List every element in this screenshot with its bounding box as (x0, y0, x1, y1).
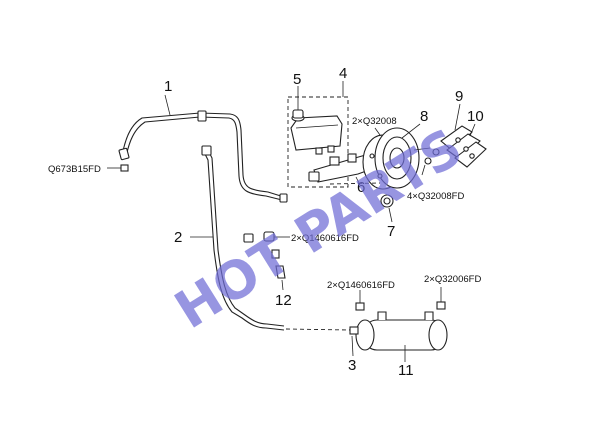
part-code-2x-q1460616fd-b: 2×Q1460616FD (327, 280, 395, 291)
callout-5: 5 (293, 71, 301, 88)
callout-11: 11 (398, 362, 414, 379)
part-9-10-mounting-bracket (421, 103, 487, 176)
part-12-clamp (271, 249, 286, 291)
callout-3: 3 (348, 357, 356, 374)
callout-10: 10 (467, 108, 484, 125)
callout-2: 2 (174, 229, 182, 246)
callout-numbers: 1 2 3 4 5 6 7 8 9 10 11 12 (164, 65, 484, 379)
part-5-brake-fluid-reservoir (290, 86, 343, 155)
part-8-brake-booster (329, 123, 431, 190)
callout-1: 1 (164, 78, 172, 95)
callout-12: 12 (275, 292, 292, 309)
part-1-vacuum-hose (107, 94, 288, 203)
callout-4: 4 (339, 65, 347, 82)
part-code-4x-q32008fd: 4×Q32008FD (407, 191, 464, 202)
callout-6: 6 (357, 179, 365, 196)
part-2-vacuum-pipe (190, 145, 351, 331)
part-11-vacuum-tank (349, 287, 448, 362)
pipe-clamp-fittings (243, 231, 290, 243)
callout-8: 8 (420, 108, 428, 125)
part-code-2x-q32006fd: 2×Q32006FD (424, 274, 481, 285)
part-4-master-cylinder-assembly (287, 81, 381, 188)
part-code-labels: Q673B15FD 2×Q32008 4×Q32008FD 2×Q1460616… (48, 116, 481, 291)
part-code-q673b15fd: Q673B15FD (48, 164, 101, 175)
callout-9: 9 (455, 88, 463, 105)
part-code-2x-q32008: 2×Q32008 (352, 116, 397, 127)
callout-7: 7 (387, 223, 395, 240)
part-code-2x-q1460616fd-a: 2×Q1460616FD (291, 233, 359, 244)
part-7-check-valve (380, 194, 394, 223)
